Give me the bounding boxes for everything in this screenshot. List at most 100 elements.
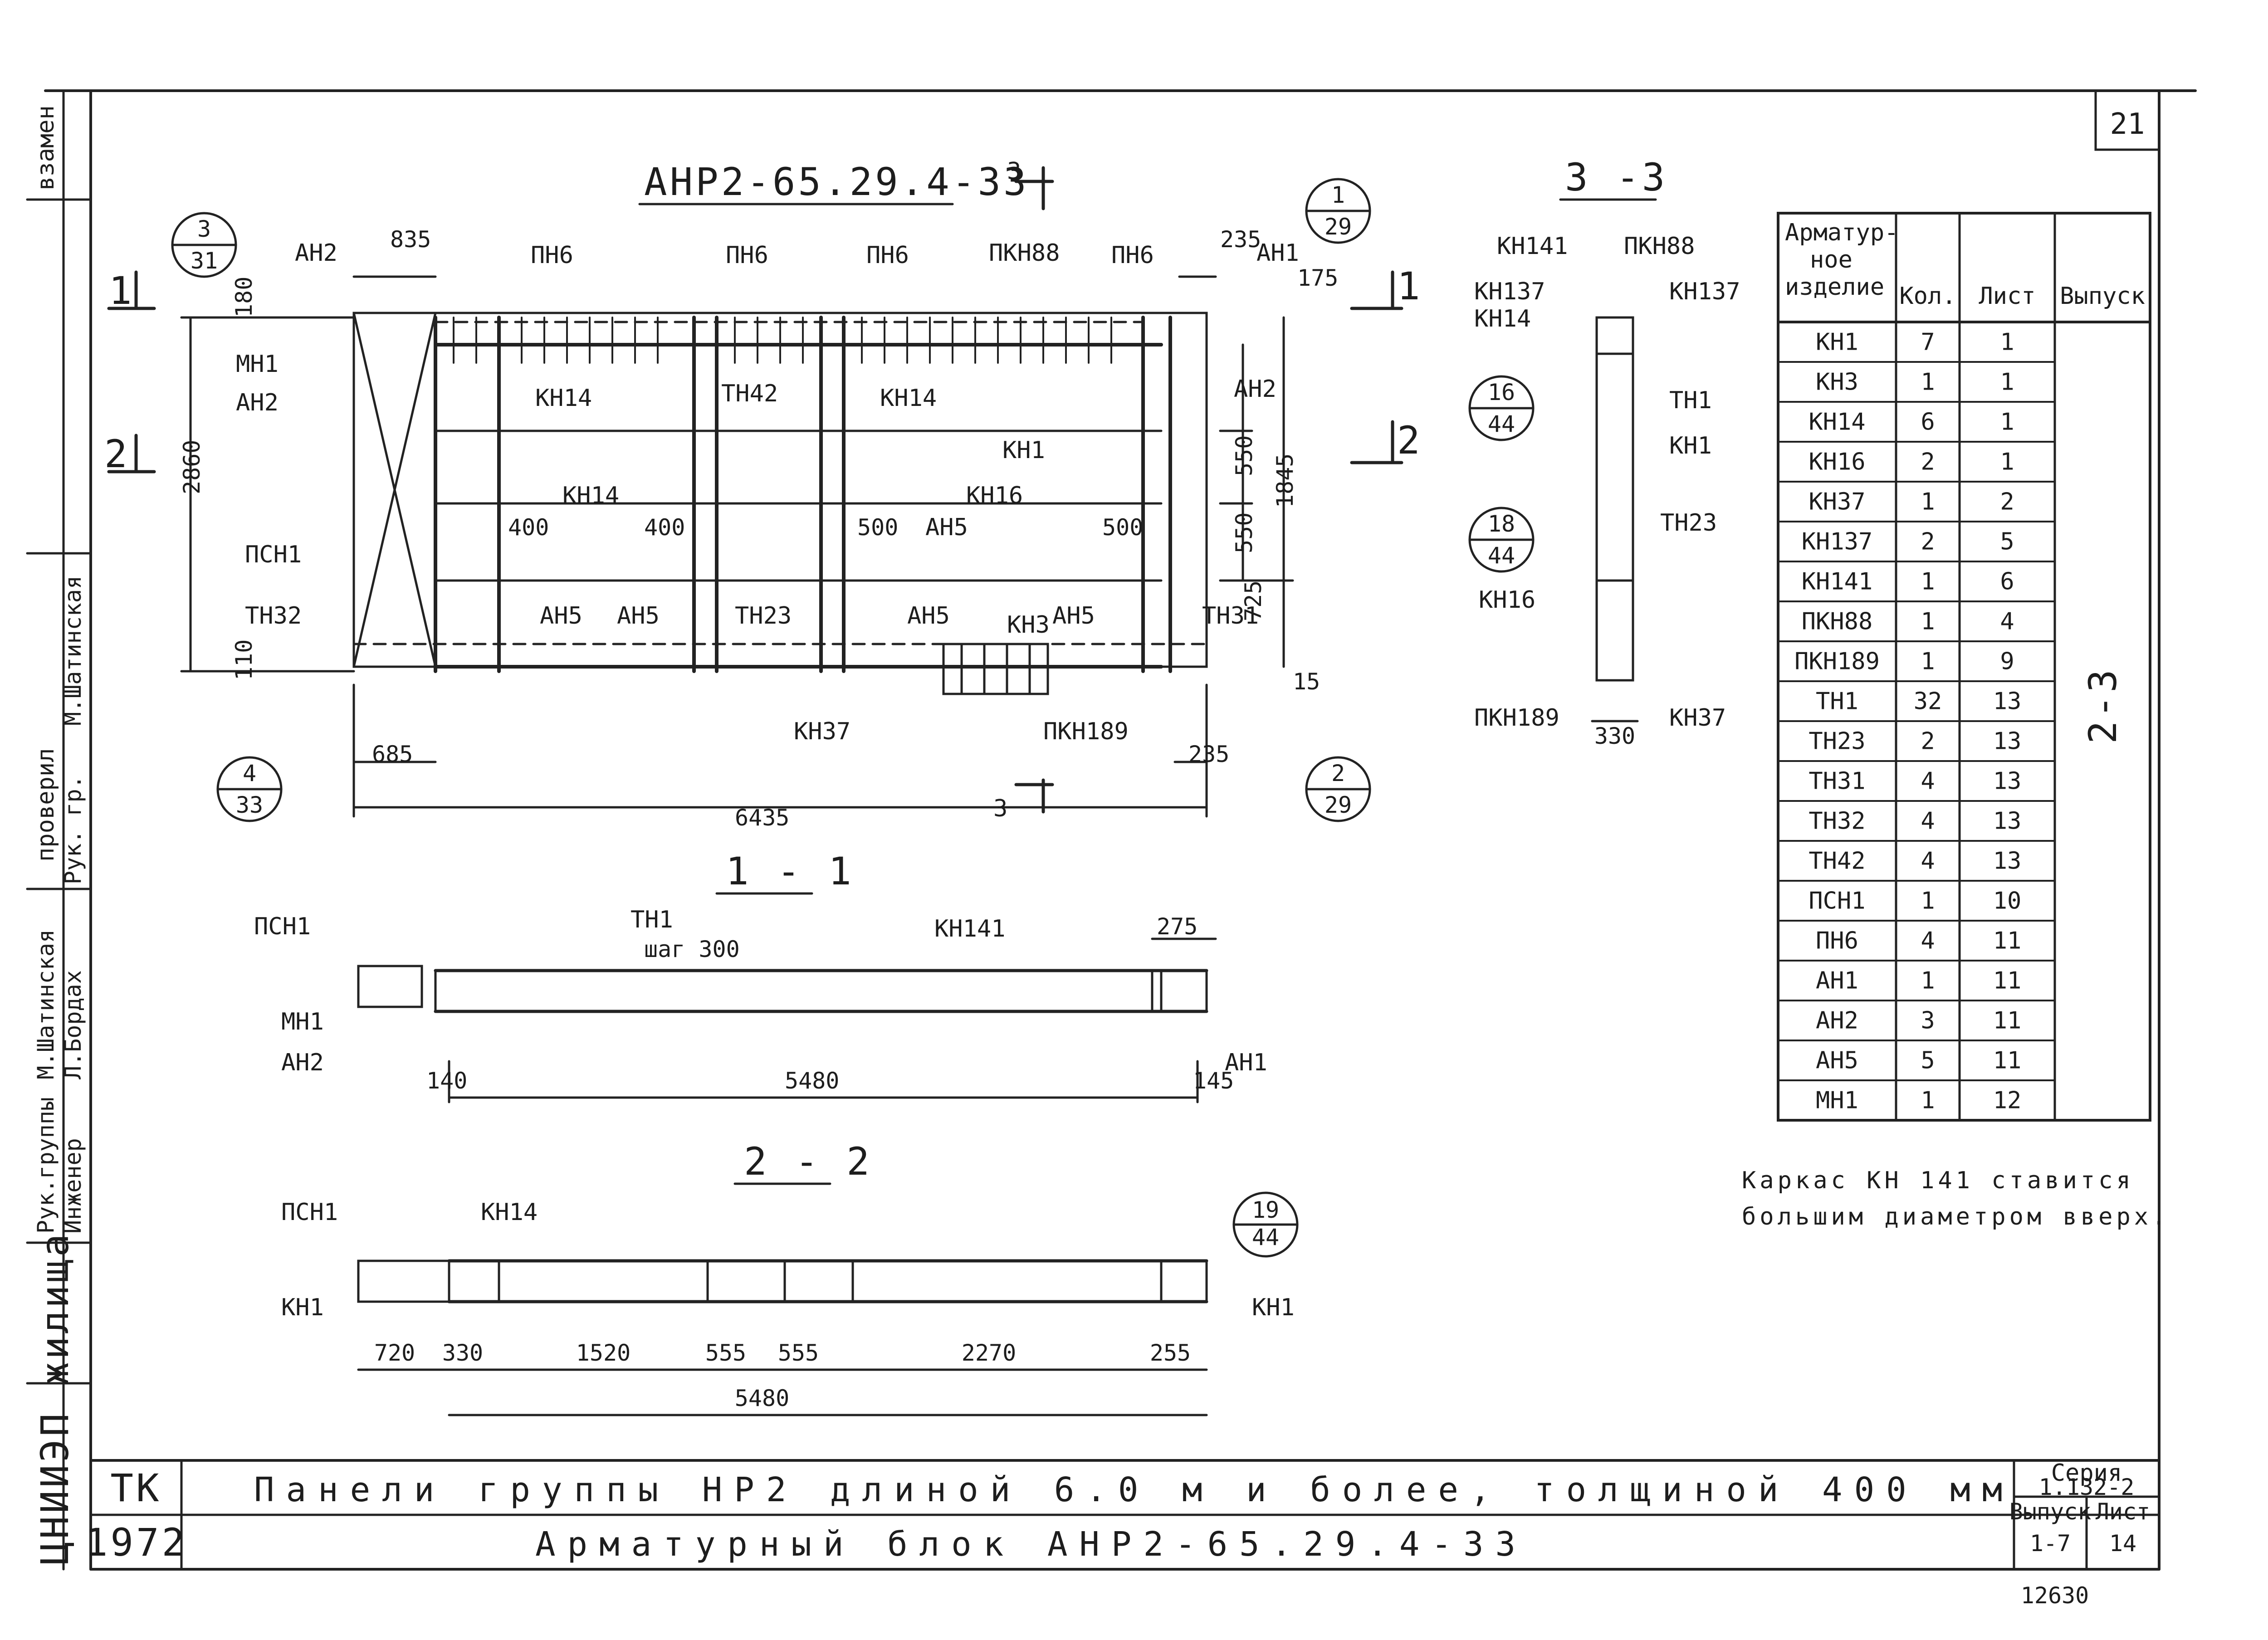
title-line-2: Арматурный блок АНР2-65.29.4-33 — [535, 1525, 1527, 1564]
table-cell-qty: 2 — [1921, 528, 1935, 556]
s11-label: АН1 — [1225, 1049, 1267, 1076]
s22-dim: 720 — [374, 1340, 415, 1366]
s22-dim: 555 — [778, 1340, 819, 1366]
table-cell-qty: 1 — [1921, 967, 1935, 995]
main-label-ан5: АН5 — [617, 602, 660, 630]
s11-label: МН1 — [281, 1008, 324, 1035]
main-view-title: АНР2-65.29.4-33 — [644, 160, 1029, 204]
s22-label: КН14 — [481, 1199, 538, 1226]
main-dim: 235 — [1220, 226, 1261, 253]
table-cell-item: АН2 — [1816, 1007, 1858, 1035]
table-cell-qty: 3 — [1921, 1007, 1935, 1035]
table-cell-qty: 6 — [1921, 409, 1935, 436]
main-dim: 835 — [390, 226, 431, 253]
main-label-пн6: ПН6 — [726, 242, 768, 269]
table-cell-qty: 1 — [1921, 369, 1935, 396]
s22-label: КН1 — [1252, 1294, 1295, 1321]
seria-value: 1.132-2 — [2039, 1474, 2135, 1500]
table-cell-item: ПСН1 — [1809, 888, 1865, 915]
stamp-role-4: Инженер — [60, 1138, 86, 1234]
section-3-3-title: 3 -3 — [1565, 155, 1667, 200]
table-cell-item: ПКН88 — [1802, 608, 1873, 635]
section-1-1-title: 1 - 1 — [726, 849, 854, 893]
s33-label: ТН1 — [1669, 387, 1712, 414]
stamp-role-5: М.Шатинская — [33, 929, 59, 1079]
list-value: 14 — [2109, 1530, 2136, 1557]
table-cell-item: ТН1 — [1816, 688, 1858, 715]
sheet-number: 21 — [2110, 107, 2145, 141]
vypusk-value: 1-7 — [2030, 1530, 2071, 1557]
table-cell-qty: 5 — [1921, 1047, 1935, 1074]
s33-label: КН137 — [1474, 278, 1545, 305]
s33-callout-top: 16 — [1488, 379, 1515, 405]
table-cell-qty: 2 — [1921, 728, 1935, 755]
cut-mark-1-right: 1 — [1397, 264, 1423, 308]
main-label-пкн189: ПКН189 — [1043, 718, 1129, 745]
s22-dim: 2270 — [962, 1340, 1016, 1366]
table-cell-qty: 4 — [1921, 927, 1935, 955]
s11-label: АН2 — [281, 1049, 324, 1076]
table-cell-list: 13 — [1993, 848, 2022, 875]
main-label-пкн88: ПКН88 — [989, 239, 1060, 267]
s22-label: КН1 — [281, 1294, 324, 1321]
main-dim: 400 — [644, 514, 685, 541]
main-label-ан1: АН1 — [1256, 239, 1299, 267]
main-section-mark-bottom: 3 — [993, 795, 1007, 822]
table-cell-qty: 2 — [1921, 449, 1935, 476]
vzamen-label: взамен — [32, 105, 59, 190]
main-dim: 2860 — [179, 440, 205, 494]
s33-callout-bottom: 44 — [1488, 542, 1515, 569]
table-cell-item: ТН31 — [1809, 768, 1865, 795]
s11-dim: 5480 — [785, 1068, 839, 1094]
main-label-ан5: АН5 — [907, 602, 950, 630]
table-cell-list: 11 — [1993, 967, 2022, 995]
table-cell-qty: 7 — [1921, 329, 1935, 356]
table-cell-item: КН137 — [1802, 528, 1873, 556]
s33-label: КН141 — [1497, 233, 1568, 260]
vypusk-label: Выпуск — [2009, 1498, 2092, 1525]
s33-callout-top: 18 — [1488, 511, 1515, 537]
main-label-кн37: КН37 — [794, 718, 850, 745]
callout-bottom: 33 — [236, 792, 263, 818]
main-label-кн16: КН16 — [966, 482, 1023, 509]
table-cell-qty: 4 — [1921, 808, 1935, 835]
s22-callout-top: 19 — [1252, 1197, 1279, 1223]
table-cell-qty: 1 — [1921, 888, 1935, 915]
main-dim: 685 — [372, 741, 413, 767]
seria-label: Серия — [2051, 1459, 2122, 1487]
table-cell-list: 10 — [1993, 888, 2022, 915]
main-label-кн3: КН3 — [1007, 611, 1050, 639]
table-cell-qty: 4 — [1921, 848, 1935, 875]
main-label-ан5: АН5 — [925, 514, 968, 541]
main-dim: 235 — [1188, 741, 1229, 767]
table-cell-item: ТН42 — [1809, 848, 1865, 875]
main-dim: 500 — [1102, 514, 1143, 541]
table-cell-qty: 1 — [1921, 1087, 1935, 1114]
proveril-label: проверил — [32, 748, 59, 862]
main-label-ан2: АН2 — [236, 389, 279, 416]
table-cell-list: 6 — [2000, 568, 2014, 595]
callout-bottom: 31 — [191, 248, 218, 274]
table-header-list: Лист — [1979, 283, 2035, 310]
main-dim: 500 — [857, 514, 898, 541]
main-label-тн23: ТН23 — [735, 602, 792, 630]
table-cell-list: 13 — [1993, 768, 2022, 795]
main-label-пн6: ПН6 — [866, 242, 909, 269]
table-cell-item: ТН23 — [1809, 728, 1865, 755]
table-vypusk-value: 2-3 — [2081, 667, 2125, 744]
main-label-тн42: ТН42 — [721, 380, 778, 407]
table-cell-item: АН1 — [1816, 967, 1858, 995]
note-line-1: Каркас КН 141 ставится — [1742, 1167, 2134, 1194]
s33-label: ПКН189 — [1474, 704, 1559, 732]
table-cell-item: КН141 — [1802, 568, 1873, 595]
cut-mark-2-right: 2 — [1397, 418, 1423, 463]
table-cell-qty: 1 — [1921, 568, 1935, 595]
main-dim: 725 — [1240, 581, 1266, 621]
main-section-mark-top: 3 — [1007, 158, 1021, 185]
main-dim: 110 — [231, 639, 257, 680]
main-label-ан5: АН5 — [1052, 602, 1095, 630]
s11-dim: 275 — [1157, 913, 1198, 940]
table-cell-list: 13 — [1993, 808, 2022, 835]
